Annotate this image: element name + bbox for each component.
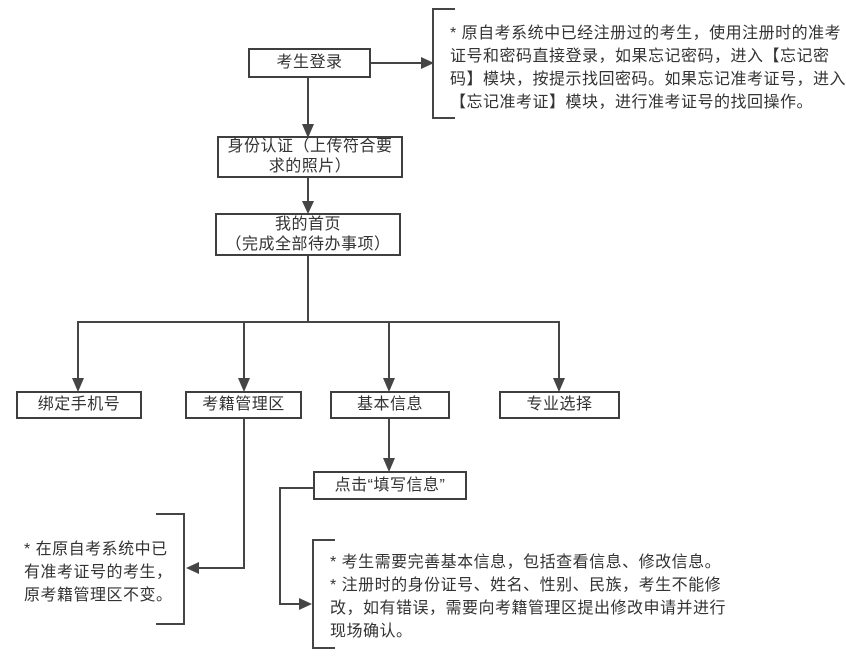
arrowhead-bind-phone	[72, 378, 84, 392]
note-login-line2: 证号和密码直接登录，如果忘记密码，进入【忘记密	[450, 48, 830, 65]
node-registration: 考籍管理区	[185, 391, 302, 419]
node-login: 考生登录	[248, 48, 371, 78]
note-registration: * 在原自考系统中已 有准考证号的考生， 原考籍管理区不变。	[24, 538, 189, 607]
node-click-fill-label: 点击“填写信息”	[334, 476, 446, 494]
note-basic-info-line2: * 注册时的身份证号、姓名、性别、民族，考生不能修	[330, 577, 722, 594]
node-identity-line2: 求的照片）	[268, 158, 352, 175]
note-login-line3: 码】模块，按提示找回密码。如果忘记准考证号，进入	[450, 71, 846, 88]
note-registration-line2: 有准考证号的考生，	[24, 564, 173, 581]
note-login-line1: * 原自考系统中已经注册过的考生，使用注册时的准考	[450, 25, 842, 42]
connector-registration-note	[198, 419, 245, 569]
node-basic-info: 基本信息	[330, 391, 450, 419]
node-bind-phone-label: 绑定手机号	[37, 396, 121, 413]
note-basic-info: * 考生需要完善基本信息，包括查看信息、修改信息。 * 注册时的身份证号、姓名、…	[330, 551, 742, 643]
note-login: * 原自考系统中已经注册过的考生，使用注册时的准考 证号和密码直接登录，如果忘记…	[450, 22, 846, 114]
arrowhead-login-note	[421, 57, 434, 69]
node-bind-phone: 绑定手机号	[16, 391, 142, 419]
node-basic-info-label: 基本信息	[356, 396, 423, 413]
node-login-label: 考生登录	[276, 54, 343, 71]
note-registration-line3: 原考籍管理区不变。	[24, 587, 173, 604]
note-registration-line1: * 在原自考系统中已	[24, 541, 168, 558]
note-login-line4: 【忘记准考证】模块，进行准考证号的找回操作。	[450, 94, 814, 111]
node-identity: 身份认证（上传符合要 求的照片）	[217, 136, 403, 178]
node-homepage-line2: （完成全部待办事项）	[225, 235, 391, 253]
arrowhead-click-fill	[383, 458, 395, 472]
node-major-label: 专业选择	[526, 396, 593, 413]
connector-clickfill-note	[279, 487, 313, 605]
node-click-fill: 点击“填写信息”	[313, 471, 467, 500]
arrowhead-basic-info	[383, 378, 395, 392]
node-homepage-line1: 我的首页	[274, 215, 341, 233]
note-basic-info-line1: * 考生需要完善基本信息，包括查看信息、修改信息。	[330, 554, 722, 571]
node-homepage: 我的首页 （完成全部待办事项）	[215, 213, 401, 256]
node-registration-label: 考籍管理区	[202, 396, 285, 413]
arrowhead-basicinfo-note	[299, 598, 312, 610]
node-major: 专业选择	[499, 391, 620, 419]
arrowhead-registration	[238, 378, 250, 392]
note-basic-info-line4: 现场确认。	[330, 623, 413, 640]
arrowhead-major	[553, 378, 565, 392]
note-basic-info-line3: 改，如有错误，需要向考籍管理区提出修改申请并进行	[330, 600, 727, 617]
node-identity-line1: 身份认证（上传符合要	[227, 138, 393, 155]
